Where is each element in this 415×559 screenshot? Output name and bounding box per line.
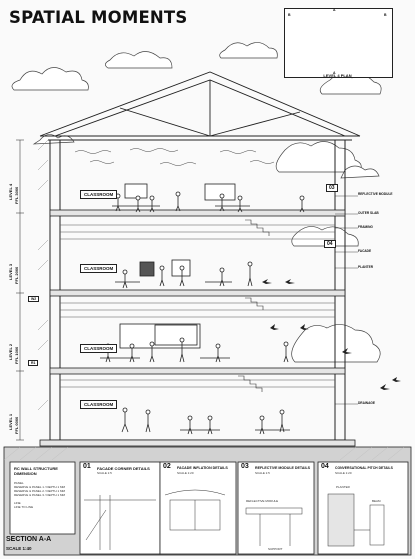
callout-label: PLANTER xyxy=(358,265,374,269)
callout-label: FACADE xyxy=(358,249,372,253)
classroom-boards xyxy=(119,183,236,349)
detail-linework xyxy=(84,489,385,550)
detail-03-scale: SCALE 1:5 xyxy=(255,471,270,475)
left-wall-hatch xyxy=(37,139,49,411)
callout-label: REFLECTIVE MODULE xyxy=(358,192,393,196)
people-figures xyxy=(105,191,305,435)
detail-02-number: 02 xyxy=(163,463,171,470)
detail-03-title: REFLECTIVE MODULE DETAILS xyxy=(255,466,311,470)
callout-03: 03 xyxy=(326,184,338,192)
classroom-tag-level-4: CLASSROOM xyxy=(80,190,118,199)
level-4-label: LEVEL 4 xyxy=(8,183,13,200)
key-plan-mark: A xyxy=(333,8,336,12)
key-plan-mark: B xyxy=(384,13,387,17)
floor-slabs xyxy=(39,209,356,447)
key-plan: B A A B xyxy=(284,8,393,78)
roof xyxy=(39,71,361,141)
section-title: SECTION A-A xyxy=(6,536,52,543)
classroom-tag-level-3: CLASSROOM xyxy=(80,264,118,273)
legend-line: LINE TO LINE xyxy=(14,505,34,509)
callout-label: FRAMING xyxy=(358,225,373,229)
legend-title: RC WALL STRUCTURE DIMENSION xyxy=(14,466,58,476)
detail-01-number: 01 xyxy=(83,463,91,470)
stairs xyxy=(238,219,270,392)
level-1-ffl: FFL 0000 xyxy=(14,416,19,434)
detail-01-title: FACADE CORNER DETAILS xyxy=(97,466,150,471)
detail-04-tag: PLANTER xyxy=(336,485,350,489)
legend-line: RESERVE & PANEL 3 / DEPTH 1 MM xyxy=(14,493,65,497)
level-3-label: LEVEL 3 xyxy=(8,263,13,280)
detail-03-tag: REFLECTIVE MODULE xyxy=(246,499,279,503)
key-plan-mark: B xyxy=(288,13,291,17)
callout-04: 04 xyxy=(324,240,336,248)
level-1-label: LEVEL 1 xyxy=(8,413,13,430)
callout-label: OUTER SLAB xyxy=(358,211,379,215)
callout-label: DRAINAGE xyxy=(358,401,376,405)
ground-hatch xyxy=(3,446,405,461)
detail-04-tag: BEAM xyxy=(372,499,381,503)
classroom-tag-level-2: CLASSROOM xyxy=(80,344,118,353)
classroom-tag-level-1: CLASSROOM xyxy=(80,400,118,409)
legend-line: RESERVE & PANEL 2 / DEPTH 1 MM xyxy=(14,489,65,493)
key-plan-mark: A xyxy=(333,71,336,75)
legend-line: LINE xyxy=(14,501,21,505)
level-3-ffl: FFL 2000 xyxy=(14,266,19,284)
level-2-ffl: FFL 1000 xyxy=(14,346,19,364)
detail-03-tag: SUPPORT xyxy=(268,547,283,551)
sky-clouds xyxy=(11,42,382,363)
detail-01-scale: SCALE 1:5 xyxy=(97,471,112,475)
legend-line: RESERVE & PANEL 1 / DEPTH 1 MM xyxy=(14,485,65,489)
legend-line: PANEL xyxy=(14,481,24,485)
detail-02-scale: SCALE 1:20 xyxy=(177,471,194,475)
birds xyxy=(262,279,401,390)
sheet-title: SPATIAL MOMENTS xyxy=(9,8,188,27)
detail-04-number: 04 xyxy=(321,463,329,470)
key-plan-label: LEVEL 4 PLAN xyxy=(323,73,352,78)
section-scale: SCALE 1:40 xyxy=(6,546,32,551)
desks xyxy=(100,205,290,431)
level-2-label: LEVEL 2 xyxy=(8,343,13,360)
datum-tag: R1 xyxy=(28,360,39,366)
detail-04-scale: SCALE 1:20 xyxy=(335,471,352,475)
facade-louvres xyxy=(60,224,335,388)
ceiling-ripples xyxy=(74,148,275,166)
level-dims xyxy=(16,139,24,441)
detail-04-title: CONVERSATIONAL PITCH DETAILS xyxy=(335,466,393,470)
callout-leaders xyxy=(335,195,358,405)
detail-02-title: FACADE INFLATION DETAILS xyxy=(177,466,228,470)
level-4-ffl: FFL 3000 xyxy=(14,186,19,204)
detail-03-number: 03 xyxy=(241,463,249,470)
datum-tag: W2 xyxy=(28,296,40,302)
